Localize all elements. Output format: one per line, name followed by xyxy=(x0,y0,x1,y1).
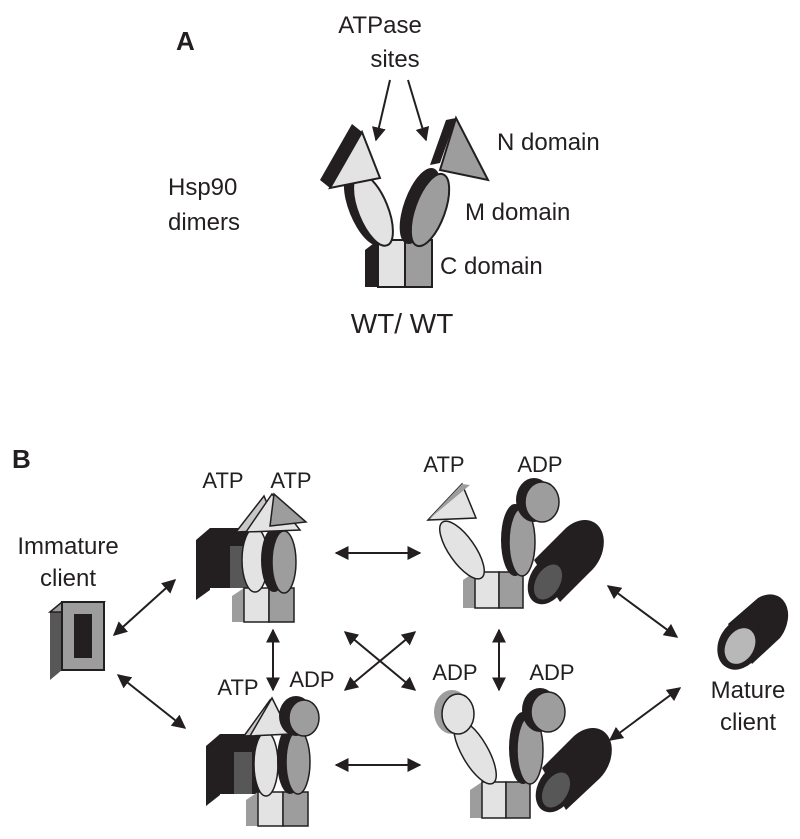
n-domain-right xyxy=(438,115,490,182)
complex-bottom-left: ATP ADP xyxy=(206,667,335,827)
tr-right-nucleotide: ADP xyxy=(517,452,562,477)
genotype-label: WT/ WT xyxy=(351,308,454,339)
bl-right-nucleotide: ADP xyxy=(289,667,334,692)
arrow-immature-to-bl xyxy=(116,674,187,729)
c-domain-label: C domain xyxy=(440,253,543,280)
arrow-immature-to-tl xyxy=(112,579,177,636)
complex-bottom-right: ADP ADP xyxy=(432,660,612,819)
atpase-sites-label-line1: ATPase xyxy=(338,12,422,39)
n-domain-label: N domain xyxy=(497,129,600,156)
atpase-arrow-right xyxy=(407,79,430,142)
wt-dimer xyxy=(320,115,490,288)
n-domain-left xyxy=(328,129,382,190)
tl-right-nucleotide: ATP xyxy=(270,468,311,493)
complex-top-left: ATP ATP xyxy=(196,468,312,623)
immature-client-label-line2: client xyxy=(40,565,96,592)
immature-client-label-line1: Immature xyxy=(17,533,118,560)
complex-top-right: ATP ADP xyxy=(423,452,604,609)
panel-a-letter: A xyxy=(176,26,195,56)
n-domain-left-side xyxy=(320,124,362,188)
c-domain-left-side xyxy=(365,240,378,287)
c-domain-left xyxy=(377,239,406,288)
m-domain-label: M domain xyxy=(465,199,570,226)
arrow-br-mature xyxy=(608,687,682,741)
hsp90-dimers-label-line2: dimers xyxy=(168,209,240,236)
transition-arrows xyxy=(112,546,682,772)
arrow-cross-2 xyxy=(343,631,417,691)
n-domain-right-side xyxy=(430,118,456,165)
tr-left-nucleotide: ATP xyxy=(423,452,464,477)
atpase-arrow-left xyxy=(372,79,391,142)
mature-client xyxy=(717,594,789,670)
bl-left-nucleotide: ATP xyxy=(217,675,258,700)
br-left-nucleotide: ADP xyxy=(432,660,477,685)
immature-client xyxy=(47,601,107,680)
atpase-sites-label-line2: sites xyxy=(370,46,419,73)
arrow-tr-mature xyxy=(606,585,679,638)
hsp90-dimers-label-line1: Hsp90 xyxy=(168,174,237,201)
m-domain-right xyxy=(409,172,451,248)
tl-left-nucleotide: ATP xyxy=(202,468,243,493)
mature-client-label-line2: client xyxy=(720,709,776,736)
br-right-nucleotide: ADP xyxy=(529,660,574,685)
panel-b-letter: B xyxy=(12,444,31,474)
mature-client-label-line1: Mature xyxy=(711,677,786,704)
